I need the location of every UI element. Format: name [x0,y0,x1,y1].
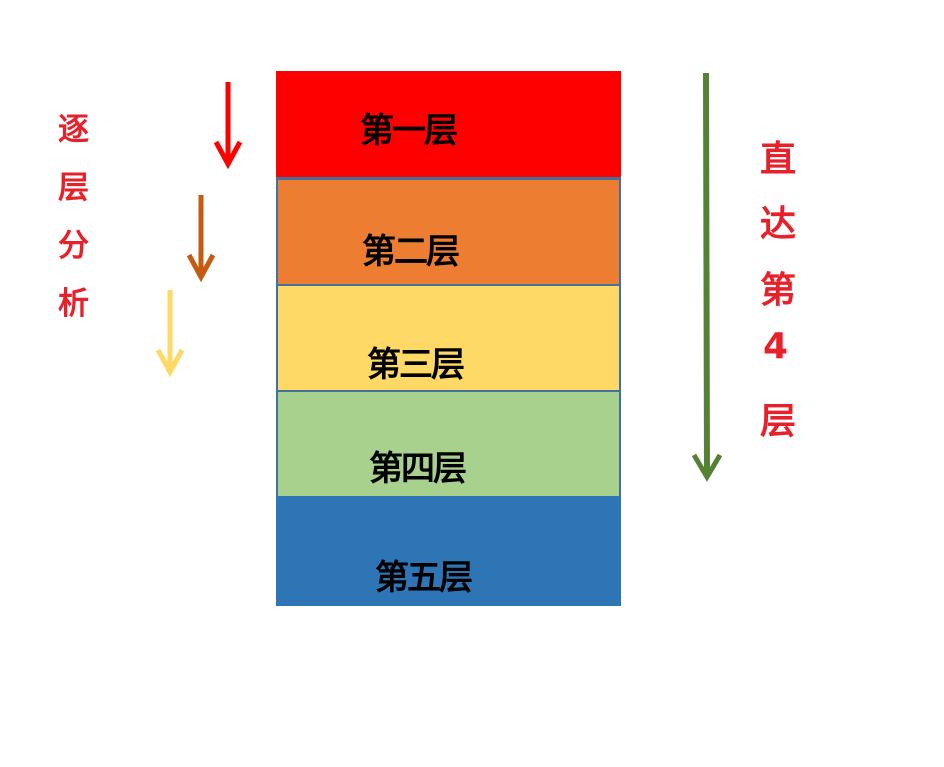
right-label-char: 层 [760,401,797,442]
layer-2-label: 第二层 [362,232,460,272]
layer-5: 第五层 [276,496,621,606]
left-label-char: 层 [58,170,89,206]
left-label-char: 逐 [58,112,89,148]
arrow-down-icon-green [691,72,723,482]
left-label-char: 分 [58,228,89,264]
arrow-down-icon-brown [186,195,216,283]
right-label-char: 第 [760,270,797,311]
layer-1: 第一层 [276,71,621,179]
left-label-char: 析 [58,286,89,322]
right-label-char: 达 [760,204,797,245]
layer-5-label: 第五层 [375,558,473,598]
layer-1-label: 第一层 [360,111,458,151]
right-label-char: 直 [760,139,797,180]
layer-3: 第三层 [276,284,621,392]
right-label-char: 4 [763,326,789,367]
arrow-down-icon-red [213,82,243,170]
layer-4: 第四层 [276,390,621,498]
layer-4-label: 第四层 [369,449,467,489]
layer-3-label: 第三层 [367,345,465,385]
layer-2: 第二层 [276,178,621,286]
arrow-down-icon-yellow [155,290,185,378]
